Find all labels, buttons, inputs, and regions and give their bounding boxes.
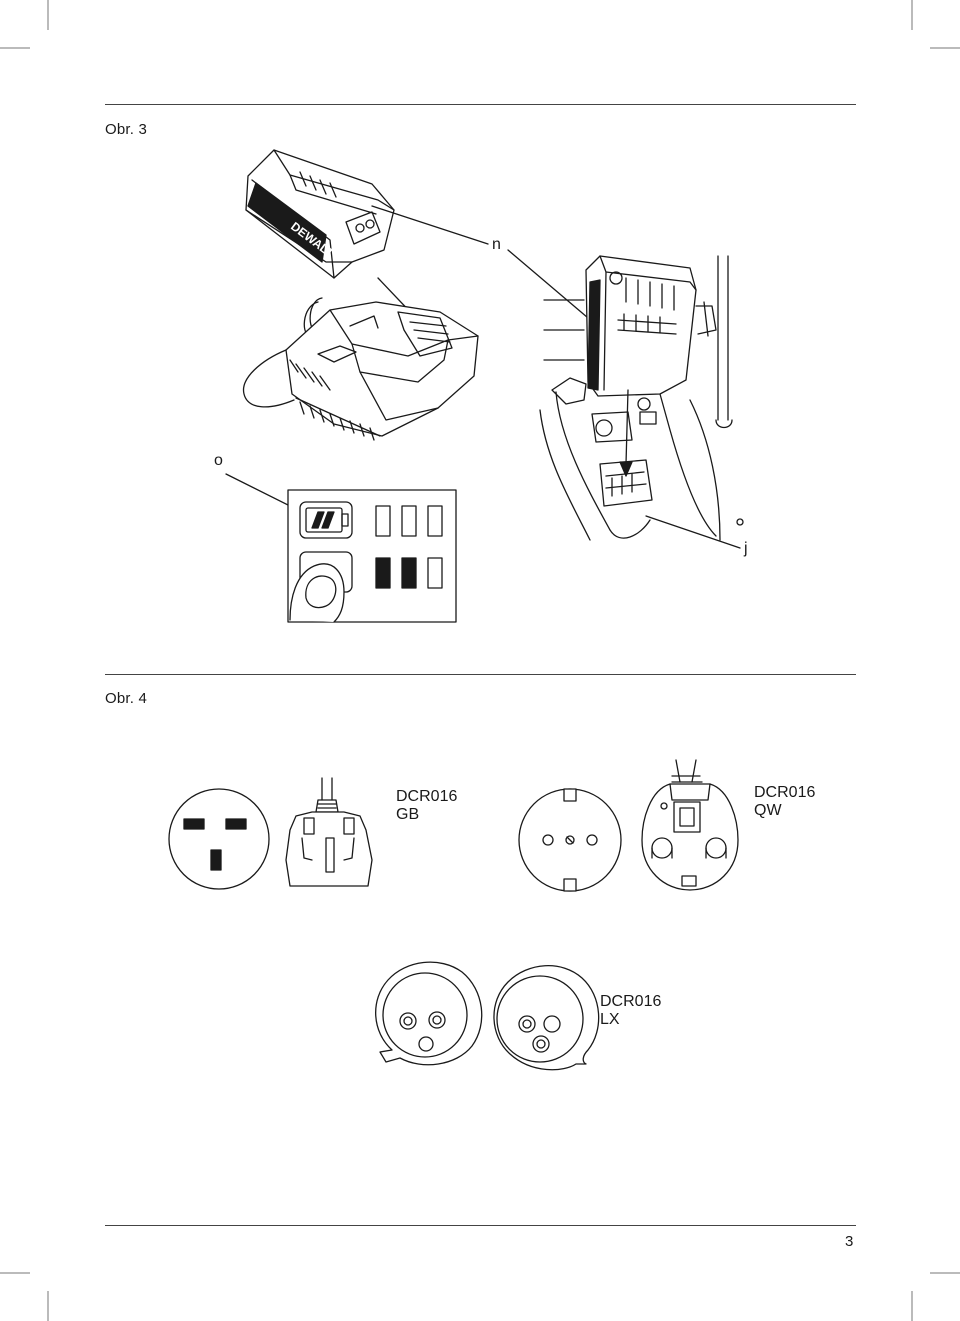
plug-model: DCR016	[600, 993, 662, 1010]
figure-4-label: Obr. 4	[105, 690, 148, 707]
gb-plug-drawing	[286, 778, 372, 886]
plug-label-gb: DCR016 GB	[396, 788, 457, 824]
callout-n: n	[492, 236, 501, 253]
fuel-gauge-panel	[288, 490, 456, 622]
plug-region: QW	[754, 802, 782, 819]
qw-socket-drawing	[519, 789, 621, 891]
figure-3-illustration: DEWALT 18V XR	[0, 0, 960, 680]
callout-o: o	[214, 452, 223, 469]
charger-drawing	[244, 298, 478, 440]
top-rule	[105, 104, 856, 105]
plug-label-lx: DCR016 LX	[600, 993, 661, 1029]
tool-drawing	[540, 256, 732, 540]
plug-label-qw: DCR016 QW	[754, 784, 815, 820]
plug-region: GB	[396, 806, 420, 823]
middle-rule	[105, 674, 856, 675]
footer-rule	[105, 1225, 856, 1226]
lx-socket-drawing	[376, 962, 482, 1065]
figure-3-label: Obr. 3	[105, 121, 148, 138]
lx-plug-drawing	[494, 966, 599, 1070]
figure-4-illustration	[0, 0, 960, 1100]
callout-j: j	[744, 540, 748, 557]
qw-plug-drawing	[642, 760, 738, 890]
gb-socket-drawing	[169, 789, 269, 889]
plug-region: LX	[600, 1011, 620, 1028]
tool-insert-arrow	[626, 390, 628, 464]
plug-model: DCR016	[754, 784, 816, 801]
battery-pack-drawing	[246, 150, 394, 278]
page-number: 3	[845, 1233, 854, 1250]
plug-model: DCR016	[396, 788, 458, 805]
